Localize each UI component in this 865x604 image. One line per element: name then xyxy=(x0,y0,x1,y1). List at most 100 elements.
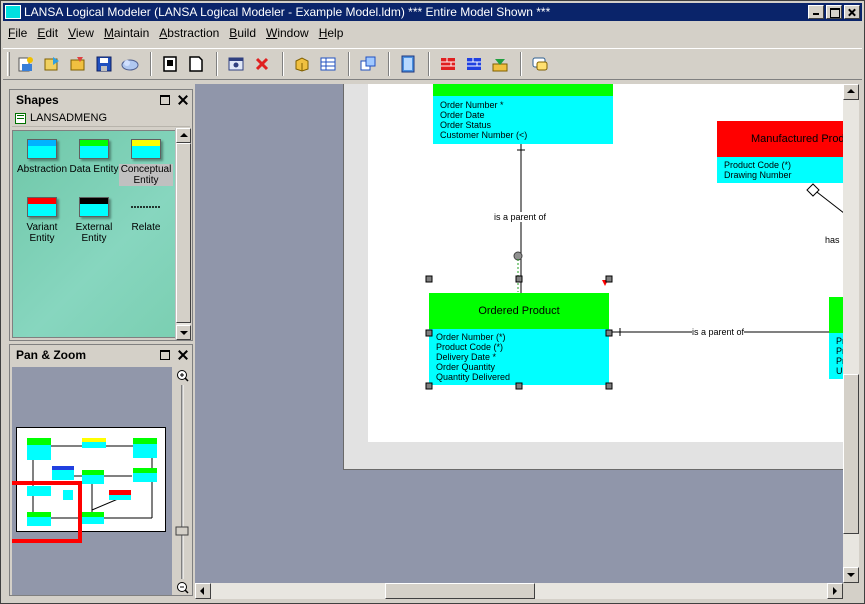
relation-label-horizontal[interactable]: is a parent of xyxy=(692,327,745,337)
canvas-horizontal-scrollbar[interactable] xyxy=(195,583,843,599)
properties-icon[interactable] xyxy=(224,52,248,76)
shapes-scrollbar[interactable] xyxy=(175,128,191,340)
diagram-canvas[interactable]: Order Number * Order Date Order Status C… xyxy=(195,84,859,583)
variant-entity-shape-icon xyxy=(27,197,57,217)
shapes-panel-title: Shapes xyxy=(16,93,59,107)
grid-icon[interactable] xyxy=(316,52,340,76)
entity-ordered-product[interactable]: Ordered Product Order Number (*) Product… xyxy=(429,293,609,385)
scroll-up-button[interactable] xyxy=(843,84,859,100)
entity-attributes: Product Code (*) Drawing Number xyxy=(717,157,859,183)
vertical-scroll-thumb[interactable] xyxy=(843,374,859,534)
book-icon[interactable] xyxy=(396,52,420,76)
scroll-left-button[interactable] xyxy=(195,583,211,599)
shape-abstraction[interactable]: Abstraction xyxy=(15,139,69,175)
minimap-diagram xyxy=(27,438,157,526)
menu-bar: File Edit View Maintain Abstraction Buil… xyxy=(3,23,348,43)
canvas-vertical-scrollbar[interactable] xyxy=(843,84,859,583)
close-button[interactable] xyxy=(844,5,860,19)
brick-blue-icon[interactable] xyxy=(462,52,486,76)
toolbar-separator xyxy=(520,52,522,76)
open-folder-icon[interactable] xyxy=(66,52,90,76)
shapes-panel: Shapes LANSADMENG Abstraction Data Entit… xyxy=(9,89,193,341)
viewport-indicator[interactable] xyxy=(12,481,82,543)
toolbar-separator xyxy=(150,52,152,76)
shape-relate[interactable]: Relate xyxy=(119,197,173,233)
toolbar-separator xyxy=(348,52,350,76)
menu-file[interactable]: File xyxy=(8,26,28,40)
title-bar[interactable]: LANSA Logical Modeler (LANSA Logical Mod… xyxy=(3,3,862,21)
entity-manufactured-product[interactable]: Manufactured Prod Product Code (*) Drawi… xyxy=(717,121,859,183)
data-entity-shape-icon xyxy=(79,139,109,159)
toolbar-separator xyxy=(428,52,430,76)
page: Order Number * Order Date Order Status C… xyxy=(368,84,859,442)
menu-build[interactable]: Build xyxy=(229,26,256,40)
window-title: LANSA Logical Modeler (LANSA Logical Mod… xyxy=(24,5,551,19)
table-icon xyxy=(15,112,26,124)
page-frame: Order Number * Order Date Order Status C… xyxy=(343,84,859,470)
shapes-panel-header: Shapes xyxy=(10,90,192,110)
cloud-icon[interactable] xyxy=(118,52,142,76)
app-icon xyxy=(5,5,21,19)
blank-page-icon[interactable] xyxy=(184,52,208,76)
horizontal-scroll-thumb[interactable] xyxy=(385,583,535,599)
toolbar-separator xyxy=(216,52,218,76)
toolbar-grip[interactable] xyxy=(7,52,10,76)
import-icon[interactable] xyxy=(488,52,512,76)
external-entity-shape-icon xyxy=(79,197,109,217)
menu-help[interactable]: Help xyxy=(318,26,344,40)
save-icon[interactable] xyxy=(92,52,116,76)
toolbar-separator xyxy=(388,52,390,76)
scroll-down-button[interactable] xyxy=(176,325,191,340)
open-icon[interactable] xyxy=(40,52,64,76)
zoom-slider-track xyxy=(175,370,189,594)
menu-maintain[interactable]: Maintain xyxy=(103,26,150,40)
menu-edit[interactable]: Edit xyxy=(37,26,59,40)
scrollbar-corner xyxy=(843,583,859,599)
toolbar xyxy=(3,48,862,80)
entity-attributes: Order Number * Order Date Order Status C… xyxy=(433,96,613,144)
scroll-right-button[interactable] xyxy=(827,583,843,599)
pan-area[interactable] xyxy=(12,367,172,595)
panel-close-icon[interactable] xyxy=(178,350,188,360)
abstraction-shape-icon xyxy=(27,139,57,159)
entity-header: Ordered Product xyxy=(429,293,609,329)
pan-zoom-panel: Pan & Zoom xyxy=(9,344,193,596)
box-icon[interactable] xyxy=(290,52,314,76)
relation-label-vertical[interactable]: is a parent of xyxy=(494,212,547,222)
new-model-icon[interactable] xyxy=(14,52,38,76)
entity-order[interactable]: Order Number * Order Date Order Status C… xyxy=(433,84,613,144)
shape-data-entity[interactable]: Data Entity xyxy=(67,139,121,175)
delete-icon[interactable] xyxy=(250,52,274,76)
minimap[interactable] xyxy=(16,427,166,532)
scroll-up-button[interactable] xyxy=(176,128,191,143)
relate-line-icon xyxy=(131,206,161,208)
layers-icon[interactable] xyxy=(356,52,380,76)
panel-maximize-icon[interactable] xyxy=(160,350,170,360)
menu-view[interactable]: View xyxy=(68,26,94,40)
pan-zoom-panel-title: Pan & Zoom xyxy=(16,348,87,362)
panel-maximize-icon[interactable] xyxy=(160,95,170,105)
entity-attributes: Order Number (*) Product Code (*) Delive… xyxy=(429,329,609,385)
scroll-down-button[interactable] xyxy=(843,567,859,583)
new-page-icon[interactable] xyxy=(158,52,182,76)
panel-close-icon[interactable] xyxy=(178,95,188,105)
toolbar-separator xyxy=(282,52,284,76)
pan-zoom-panel-header: Pan & Zoom xyxy=(10,345,192,365)
viewport-indicator-bottom xyxy=(12,539,82,543)
scroll-thumb[interactable] xyxy=(176,143,191,323)
minimize-button[interactable] xyxy=(808,5,824,19)
menu-abstraction[interactable]: Abstraction xyxy=(159,26,220,40)
tree-item-lansadmeng[interactable]: LANSADMENG xyxy=(12,110,190,127)
chat-icon[interactable] xyxy=(528,52,552,76)
menu-window[interactable]: Window xyxy=(266,26,309,40)
maximize-button[interactable] xyxy=(826,5,842,19)
brick-red-icon[interactable] xyxy=(436,52,460,76)
entity-header xyxy=(433,84,613,96)
relation-label-has[interactable]: has xyxy=(825,235,840,245)
zoom-slider[interactable] xyxy=(174,367,192,595)
window-controls xyxy=(806,5,860,19)
